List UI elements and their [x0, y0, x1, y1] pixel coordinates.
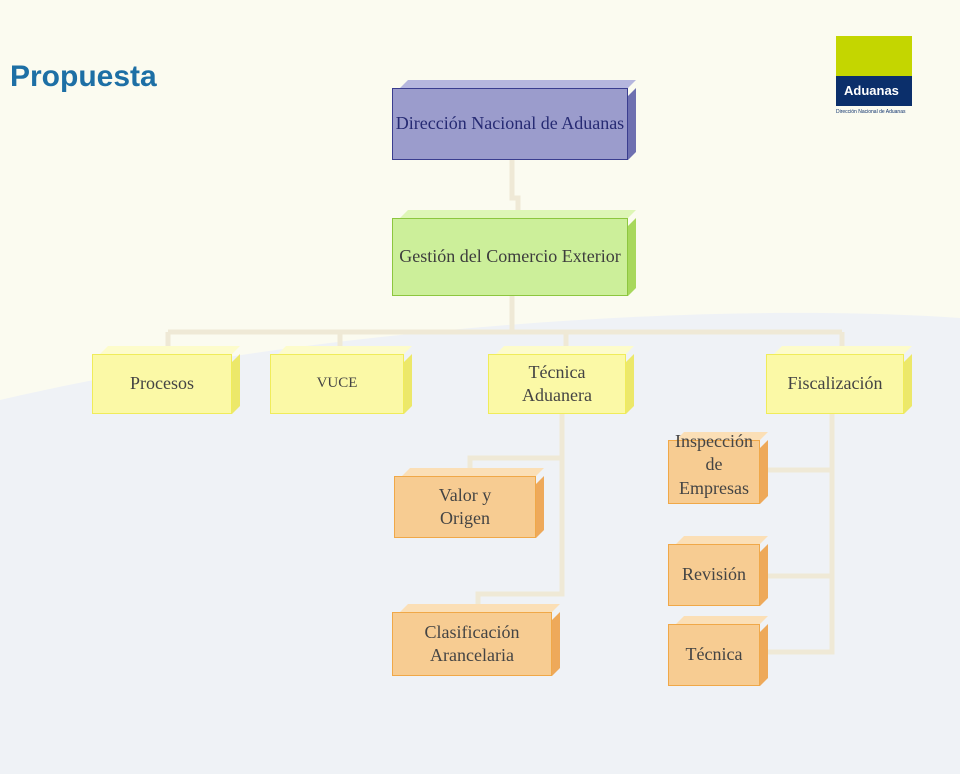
logo-name: Aduanas: [836, 76, 912, 106]
node-direccion-nacional-label: Dirección Nacional de Aduanas: [392, 88, 628, 160]
node-direccion-nacional: Dirección Nacional de Aduanas: [392, 80, 636, 160]
node-valor-origen: Valor y Origen: [394, 468, 544, 538]
node-vuce-label: VUCE: [270, 354, 404, 414]
node-inspeccion-empresas-label: Inspección de Empresas: [675, 430, 753, 498]
logo-subtitle: Dirección Nacional de Aduanas: [836, 109, 906, 115]
page-title: Propuesta: [10, 60, 157, 93]
node-procesos: Procesos: [92, 346, 240, 414]
node-tecnica-aduanera-label: Técnica Aduanera: [488, 354, 626, 414]
node-vuce: VUCE: [270, 346, 412, 414]
node-gestion-comercio-exterior: Gestión del Comercio Exterior: [392, 210, 636, 296]
logo-lime-block: [836, 36, 912, 76]
node-gestion-comercio-exterior-label: Gestión del Comercio Exterior: [392, 218, 628, 296]
node-revision: Revisión: [668, 536, 768, 606]
node-tecnica-label: Técnica: [668, 624, 760, 686]
node-fiscalizacion-label: Fiscalización: [766, 354, 904, 414]
node-revision-label: Revisión: [668, 544, 760, 606]
node-tecnica: Técnica: [668, 616, 768, 686]
aduanas-logo: Aduanas Dirección Nacional de Aduanas: [836, 36, 912, 120]
node-valor-origen-label: Valor y Origen: [394, 476, 536, 538]
node-tecnica-aduanera: Técnica Aduanera: [488, 346, 634, 414]
node-clasificacion-arancelaria: Clasificación Arancelaria: [392, 604, 560, 676]
node-fiscalizacion: Fiscalización: [766, 346, 912, 414]
node-clasificacion-arancelaria-label: Clasificación Arancelaria: [392, 612, 552, 676]
node-procesos-label: Procesos: [92, 354, 232, 414]
node-inspeccion-empresas: Inspección de Empresas: [668, 430, 768, 504]
